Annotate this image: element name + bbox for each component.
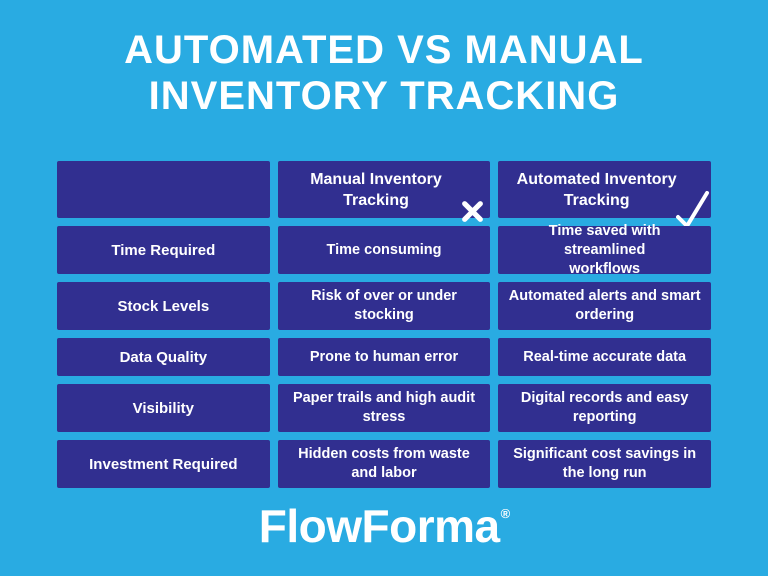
table-row-manual-value: Hidden costs from waste and labor xyxy=(277,440,491,488)
table-row-feature: Data Quality xyxy=(57,338,270,376)
brand-name: FlowForma xyxy=(258,500,500,552)
table-row-feature: Visibility xyxy=(57,384,270,432)
table-row-feature: Investment Required xyxy=(57,440,270,488)
table-row-manual-value: Paper trails and high audit stress xyxy=(277,384,491,432)
table-row-automated-value: Time saved with streamlined workflows xyxy=(498,223,711,277)
manual-header-label: Manual Inventory Tracking xyxy=(310,170,442,209)
table-header-feature-cell xyxy=(57,161,270,218)
automated-header-label: Automated Inventory Tracking xyxy=(516,170,677,209)
table-header-manual: Manual Inventory Tracking xyxy=(277,161,491,222)
table-row-manual-value: Prone to human error xyxy=(277,338,491,376)
table-row-manual-value: Time consuming xyxy=(277,226,491,274)
table-row-automated-value: Significant cost savings in the long run xyxy=(498,440,711,488)
table-row-feature: Stock Levels xyxy=(57,282,270,330)
table-row-automated-value: Automated alerts and smart ordering xyxy=(498,282,711,330)
flowforma-logo: FlowForma® xyxy=(0,502,768,562)
table-header-automated: Automated Inventory Tracking xyxy=(498,161,711,228)
page-title: AUTOMATED VS MANUAL INVENTORY TRACKING xyxy=(124,28,644,118)
x-mark-icon xyxy=(460,178,485,230)
comparison-table: Manual Inventory Tracking Automated Inve… xyxy=(57,161,711,488)
table-row-manual-value: Risk of over or under stocking xyxy=(277,282,491,330)
registered-trademark-icon: ® xyxy=(500,506,511,521)
table-row-automated-value: Digital records and easy reporting xyxy=(498,384,711,432)
table-row-feature: Time Required xyxy=(57,226,270,274)
table-row-automated-value: Real-time accurate data xyxy=(498,338,711,376)
